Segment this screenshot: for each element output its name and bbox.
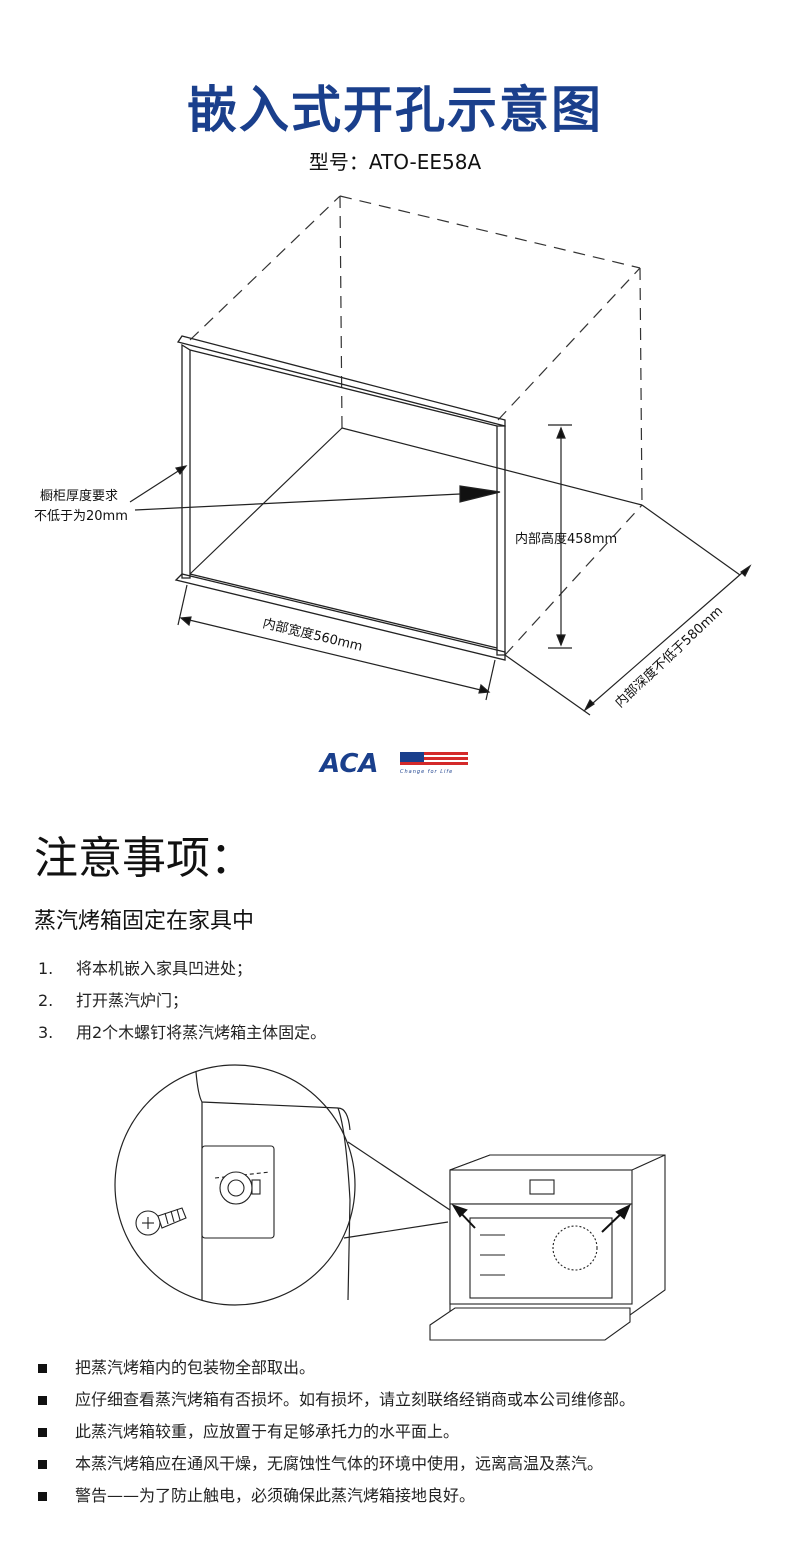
step-text: 打开蒸汽炉门； bbox=[76, 991, 189, 1010]
bullet-text: 应仔细查看蒸汽烤箱有否损坏。如有损坏，请立刻联络经销商或本公司维修部。 bbox=[75, 1390, 636, 1409]
bullet-icon bbox=[38, 1491, 47, 1501]
pointer-arrows bbox=[451, 1203, 631, 1233]
step-number: 1. bbox=[38, 959, 54, 978]
bullet-icon bbox=[38, 1459, 47, 1469]
bullet-text: 本蒸汽烤箱应在通风干燥，无腐蚀性气体的环境中使用，远离高温及蒸汽。 bbox=[75, 1454, 604, 1473]
height-label: 内部高度458mm bbox=[515, 531, 617, 547]
list-item: 本蒸汽烤箱应在通风干燥，无腐蚀性气体的环境中使用，远离高温及蒸汽。 bbox=[38, 1448, 635, 1480]
bullet-text: 把蒸汽烤箱内的包装物全部取出。 bbox=[75, 1358, 316, 1377]
list-item: 3. 用2个木螺钉将蒸汽烤箱主体固定。 bbox=[38, 1017, 326, 1049]
bullet-icon bbox=[38, 1395, 47, 1405]
wood-screw-icon bbox=[135, 1207, 187, 1236]
front-frame bbox=[174, 335, 506, 661]
depth-dimension bbox=[504, 564, 752, 716]
bullet-text: 此蒸汽烤箱较重，应放置于有足够承托力的水平面上。 bbox=[75, 1422, 460, 1441]
width-label: 内部宽度560mm bbox=[261, 615, 364, 654]
list-item: 2. 打开蒸汽炉门； bbox=[38, 985, 326, 1017]
depth-label: 内部深度不低于580mm bbox=[612, 603, 726, 711]
notice-subtitle: 蒸汽烤箱固定在家具中 bbox=[34, 909, 255, 934]
list-item: 此蒸汽烤箱较重，应放置于有足够承托力的水平面上。 bbox=[38, 1416, 635, 1448]
list-item: 把蒸汽烤箱内的包装物全部取出。 bbox=[38, 1352, 635, 1384]
screw-hole bbox=[219, 1171, 261, 1205]
page-title: 嵌入式开孔示意图 bbox=[187, 81, 603, 139]
aca-logo-graphic: ACA Change for Life bbox=[318, 749, 468, 779]
list-item: 警告——为了防止触电，必须确保此蒸汽烤箱接地良好。 bbox=[38, 1480, 635, 1512]
brand-name: ACA bbox=[318, 749, 379, 776]
step-number: 2. bbox=[38, 991, 54, 1010]
step-list: 1. 将本机嵌入家具凹进处； 2. 打开蒸汽炉门； 3. 用2个木螺钉将蒸汽烤箱主体固… bbox=[38, 953, 326, 1049]
cutout-diagram: 橱柜厚度要求 不低于为20mm 内部高度458mm 内部宽度560mm 内部深度… bbox=[34, 195, 752, 716]
thickness-label-line2: 不低于为20mm bbox=[34, 509, 128, 524]
caution-list: 把蒸汽烤箱内的包装物全部取出。 应仔细查看蒸汽烤箱有否损坏。如有损坏，请立刻联络… bbox=[38, 1352, 635, 1512]
height-dimension bbox=[548, 424, 572, 649]
list-item: 应仔细查看蒸汽烤箱有否损坏。如有损坏，请立刻联络经销商或本公司维修部。 bbox=[38, 1384, 635, 1416]
inner-perspective-lines bbox=[189, 427, 741, 576]
thickness-label-line1: 橱柜厚度要求 bbox=[40, 488, 118, 504]
bullet-text: 警告——为了防止触电，必须确保此蒸汽烤箱接地良好。 bbox=[75, 1486, 476, 1505]
step-text: 用2个木螺钉将蒸汽烤箱主体固定。 bbox=[76, 1023, 327, 1042]
thickness-arrow bbox=[129, 465, 501, 511]
width-dimension bbox=[177, 584, 496, 701]
bullet-icon bbox=[38, 1363, 47, 1373]
flag-icon bbox=[400, 752, 468, 765]
notice-title: 注意事项： bbox=[34, 833, 254, 884]
installation-illustration bbox=[114, 1064, 666, 1341]
list-item: 1. 将本机嵌入家具凹进处； bbox=[38, 953, 326, 985]
step-text: 将本机嵌入家具凹进处； bbox=[76, 959, 253, 978]
dashed-cabinet-outline bbox=[189, 195, 643, 656]
model-number: 型号：ATO-EE58A bbox=[308, 150, 482, 174]
step-number: 3. bbox=[38, 1023, 54, 1042]
brand-slogan: Change for Life bbox=[400, 769, 453, 775]
oven-illustration bbox=[429, 1154, 666, 1341]
magnifier-circle bbox=[114, 1064, 451, 1306]
brand-logo: ACA Change for Life bbox=[318, 746, 478, 779]
bullet-icon bbox=[38, 1427, 47, 1437]
